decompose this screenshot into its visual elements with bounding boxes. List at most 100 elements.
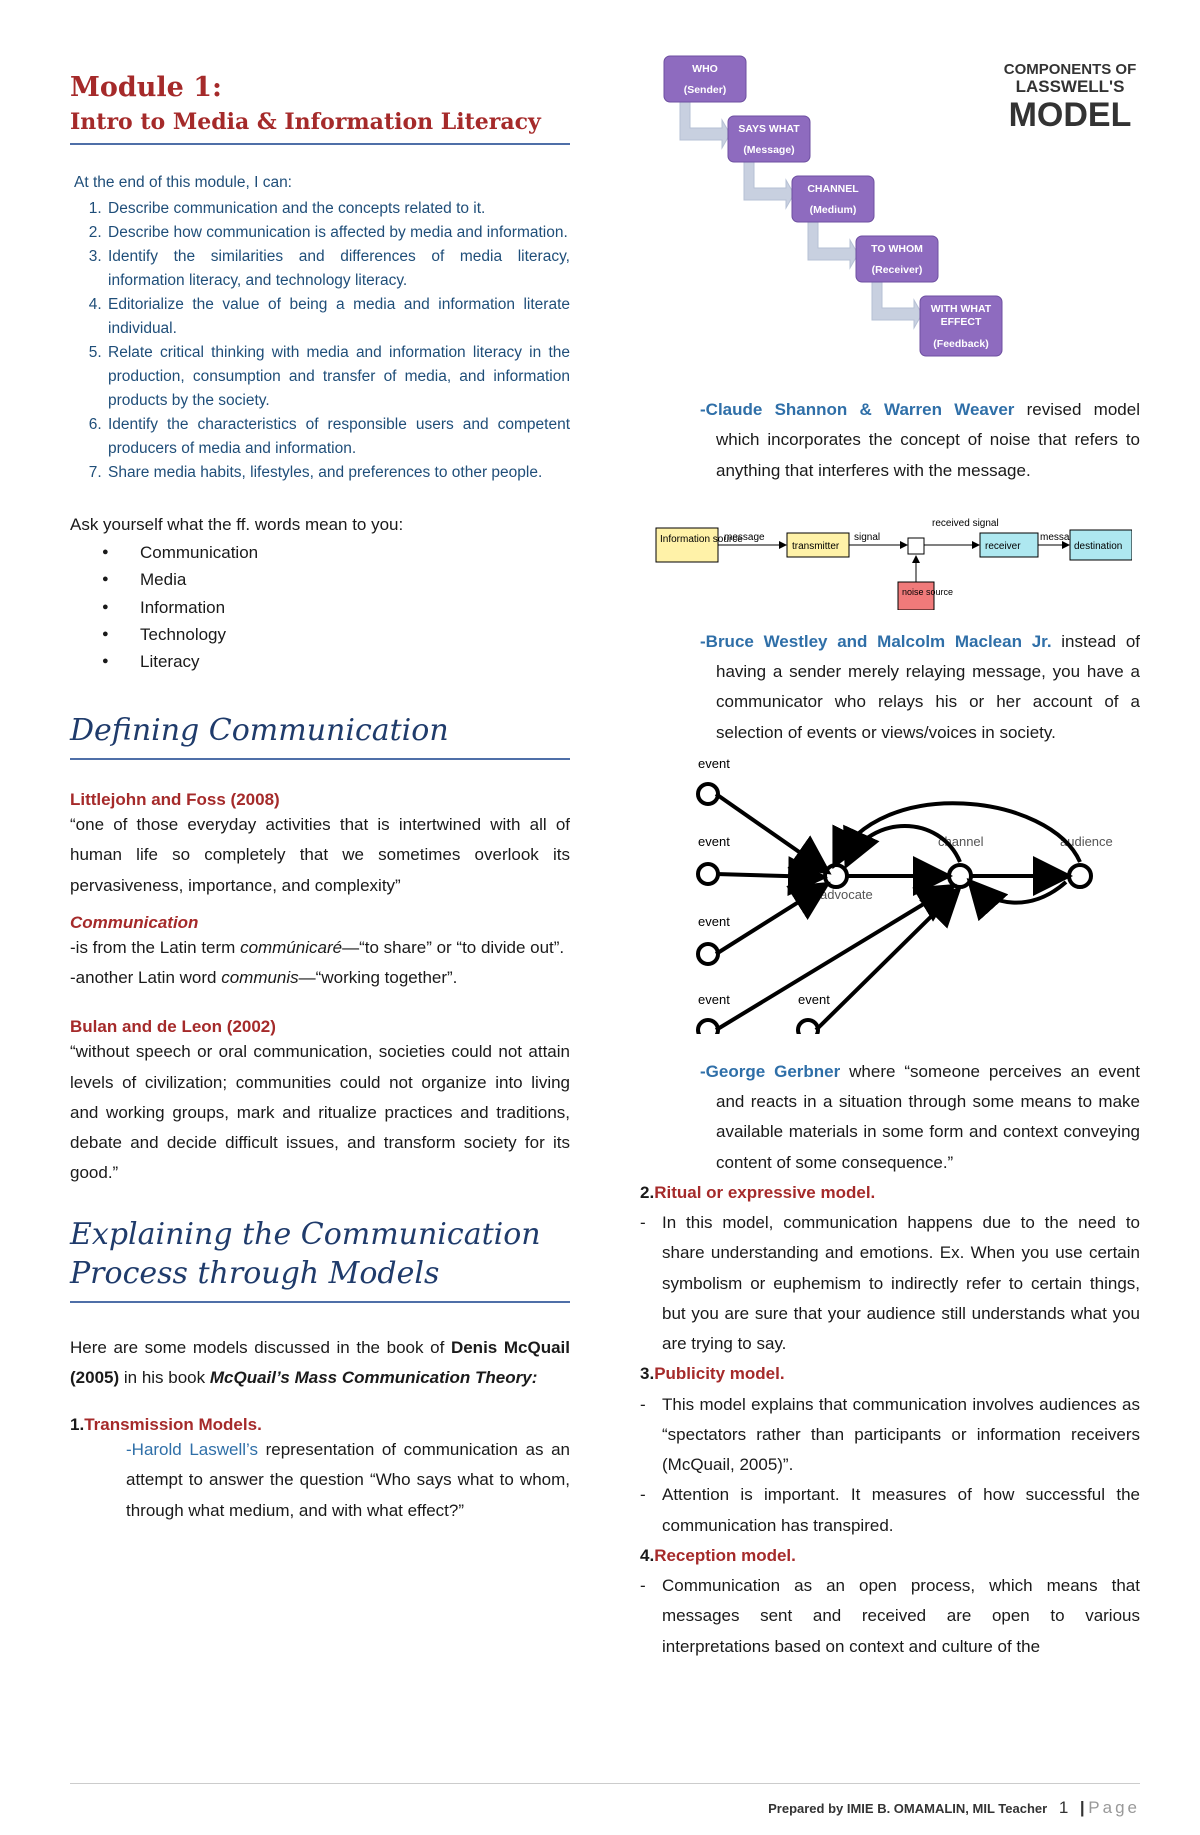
event-label-3: event [698,914,730,929]
communication-label: Communication [70,912,199,932]
objectives-lead: At the end of this module, I can: [74,174,292,191]
westley-maclean-diagram: event event event event event channel au… [696,756,1113,1042]
lasswell-box-label: TO WHOM [871,243,923,255]
event-node [696,861,720,886]
laswell-text: -Harold Laswell’s representation of comm… [126,1440,570,1520]
lasswell-box-sub: (Receiver) [872,264,923,276]
page-word: Page [1088,1798,1140,1817]
event-node [696,1017,720,1042]
models-intro: Here are some models discussed in the bo… [70,1337,570,1387]
transmitter-label: transmitter [792,541,840,552]
reception-model-label: 4.Reception model. [640,1545,796,1565]
publicity-model-label: 3.Publicity model. [640,1364,785,1384]
objective-item: Editorialize the value of being a media … [106,293,570,341]
models-list: 2.Ritual or expressive model. -In this m… [640,1178,1140,1662]
info-source-box [655,527,719,563]
event-node [796,1017,820,1042]
message-label-2: message [1040,532,1081,543]
lasswell-box-label: EFFECT [941,316,982,328]
module-subtitle: Intro to Media & Information Literacy [70,109,541,135]
words-list: Communication Media Information Technolo… [70,539,570,675]
word-item: Information [102,594,570,621]
shannon-text: -Claude Shannon & Warren Weaver revised … [700,400,1140,480]
audience-label: audience [1060,834,1113,849]
bulan-label: Bulan and de Leon (2002) [70,1017,276,1037]
receiver-label: receiver [985,541,1021,552]
noise-source-label: noise source [902,587,953,597]
littlejohn-label: Littlejohn and Foss (2008) [70,790,280,810]
lasswell-box [663,55,747,103]
gerbner-text: -George Gerbner where “someone perceives… [700,1061,1140,1172]
bulan-quote: “without speech or oral communication, s… [70,1042,570,1183]
noise-junction [907,537,925,555]
lasswell-box [791,175,875,223]
westley-text: -Bruce Westley and Malcolm Maclean Jr. i… [700,631,1140,742]
advocate-label: advocate [820,887,873,902]
word-item: Technology [102,621,570,648]
defining-heading: Defining Communication [70,713,449,749]
footer-rule [70,1783,1140,1784]
objective-item: Relate critical thinking with media and … [106,341,570,413]
gerbner-block: -George Gerbner where “someone perceives… [660,1057,1140,1178]
event-label-5: event [798,992,830,1007]
shannon-block: -Claude Shannon & Warren Weaver revised … [660,395,1140,486]
lasswell-box-label: WHO [692,63,718,75]
word-item: Literacy [102,648,570,675]
info-source-label: Information source [660,534,743,545]
ritual-point: -In this model, communication happens du… [640,1213,1140,1353]
transmission-models-label: 1.Transmission Models. [70,1415,262,1435]
word-item: Media [102,566,570,593]
lasswell-box [855,235,939,283]
shannon-weaver-diagram: Information source message transmitter s… [655,518,1133,611]
lasswell-box-label: SAYS WHAT [738,123,800,135]
lasswell-box-sub: (Sender) [684,84,727,96]
lasswell-title-2: LASSWELL'S [1016,77,1125,96]
lasswell-box [727,115,811,163]
lasswell-box-sub: (Message) [743,144,794,156]
module-title: Module 1: [70,72,222,103]
advocate-node [823,862,849,889]
audience-node [1067,862,1093,889]
objectives-list: Describe communication and the concepts … [70,197,570,485]
objective-item: Describe how communication is affected b… [106,221,570,245]
right-column: COMPONENTS OF LASSWELL'S MODEL WHO(Sende… [640,50,1140,1662]
lasswell-diagram: COMPONENTS OF LASSWELL'S MODEL WHO(Sende… [663,55,1137,357]
lasswell-arrow [871,281,923,330]
publicity-point: -This model explains that communication … [640,1394,1140,1475]
ask-yourself: Ask yourself what the ff. words mean to … [70,515,404,535]
publicity-point: -Attention is important. It measures of … [640,1485,1140,1535]
event-node [696,941,720,966]
defining-rule [70,758,570,761]
left-column: Module 1: Intro to Media & Information L… [70,60,570,1526]
objective-item: Identify the similarities and difference… [106,245,570,293]
lasswell-title-1: COMPONENTS OF [1004,61,1137,78]
lasswell-arrow [679,101,731,150]
objectives: At the end of this module, I can: Descri… [70,171,570,485]
event-label-1: event [698,756,730,771]
received-signal-label: received signal [932,518,999,529]
objective-item: Identify the characteristics of responsi… [106,413,570,461]
word-item: Communication [102,539,570,566]
signal-label: signal [854,532,880,543]
lasswell-arrow [743,161,795,210]
littlejohn-quote: “one of those everyday activities that i… [70,815,570,895]
reception-point: -Communication as an open process, which… [640,1576,1140,1656]
event-label-4: event [698,992,730,1007]
destination-label: destination [1074,541,1122,552]
lasswell-box-sub: (Feedback) [933,338,988,350]
lasswell-box [919,295,1003,357]
explaining-rule [70,1300,570,1303]
page-number: 1 [1058,1798,1069,1817]
lasswell-box-label: CHANNEL [807,183,859,195]
lasswell-arrow [807,221,859,270]
lasswell-box-label: WITH WHAT [931,303,992,315]
latin-term-1: -is from the Latin term commúnicaré—“to … [70,937,565,957]
event-label-2: event [698,834,730,849]
footer: Prepared by IMIE B. OMAMALIN, MIL Teache… [768,1798,1140,1818]
westley-block: -Bruce Westley and Malcolm Maclean Jr. i… [660,627,1140,748]
page-separator: | [1079,1798,1085,1817]
laswell-block: -Harold Laswell’s representation of comm… [70,1435,570,1526]
channel-node [947,862,973,889]
objective-item: Share media habits, lifestyles, and pref… [106,461,570,485]
